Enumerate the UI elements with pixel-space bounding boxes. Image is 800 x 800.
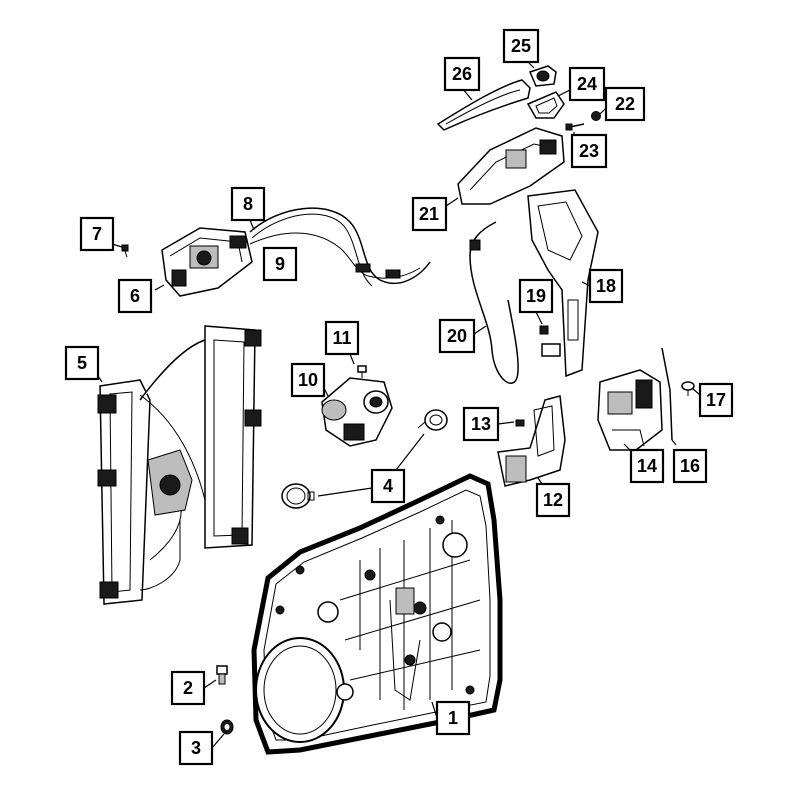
callout-10-label: 10 [298,370,318,390]
part-window-regulator [98,326,261,604]
callout-23-label: 23 [579,141,599,161]
part-rod-16 [662,348,672,440]
callout-25-label: 25 [511,36,531,56]
part-nut-22 [592,112,601,121]
callout-26-label: 26 [452,64,472,84]
part-cable-20 [470,222,518,383]
leader-2 [203,679,217,689]
part-clip-17 [682,382,694,396]
callout-26: 26 [443,56,481,92]
part-nut-3 [221,720,233,734]
callout-4-label: 4 [383,476,393,496]
leader-20 [473,325,487,335]
leader-11 [349,353,355,365]
leader-24 [557,89,571,97]
leader-18 [581,281,591,287]
callout-19-label: 19 [526,286,546,306]
part-cable-9 [250,233,420,278]
callout-24: 24 [568,66,606,102]
callout-5-label: 5 [77,353,87,373]
part-screw-2 [217,666,227,684]
leader-4a [317,487,373,497]
part-door-latch [162,228,252,296]
part-latch-14 [598,370,662,450]
leader-8 [249,219,255,231]
callout-19: 19 [518,278,554,314]
callout-17-label: 17 [706,390,726,410]
callout-13-label: 13 [471,414,491,434]
part-handle-bracket-18 [528,190,598,376]
callout-7: 7 [79,216,115,252]
callout-20: 20 [438,318,476,354]
callout-8-label: 8 [243,194,253,214]
part-cap-25 [530,66,556,86]
callout-12-label: 12 [543,490,563,510]
callout-24-label: 24 [577,74,597,94]
part-screw-11 [358,366,366,378]
callout-25: 25 [502,28,540,64]
leader-6 [154,284,165,291]
part-screw-23 [566,124,584,130]
callout-3-label: 3 [191,738,201,758]
callout-14-label: 14 [637,456,657,476]
leader-19 [535,311,543,325]
callout-21-label: 21 [419,204,439,224]
part-plug-4b [418,410,447,430]
callout-6-label: 6 [130,286,140,306]
leader-21 [445,197,459,207]
callout-23: 23 [570,133,608,169]
callout-22: 22 [604,86,646,122]
callout-5: 5 [64,345,100,381]
callout-21: 21 [411,196,448,232]
callout-11: 11 [324,320,360,356]
callout-9-label: 9 [275,254,285,274]
callout-7-label: 7 [92,224,102,244]
leader-4b [395,433,425,471]
callout-16: 16 [672,448,708,484]
leader-16 [671,439,677,446]
callout-12: 12 [535,482,571,518]
callout-18: 18 [588,268,624,304]
callout-18-label: 18 [596,276,616,296]
callout-1: 1 [435,700,471,736]
callout-20-label: 20 [447,326,467,346]
part-plug-4a [282,484,314,508]
callout-17: 17 [698,382,734,418]
part-screw-13 [516,420,524,426]
callout-16-label: 16 [680,456,700,476]
part-bracket-12 [498,396,565,486]
part-handle-base-21 [458,128,564,204]
callout-6: 6 [117,278,153,314]
part-screw-7 [122,245,128,257]
callout-22-label: 22 [615,94,635,114]
callout-11-label: 11 [332,328,351,348]
callout-2: 2 [170,670,206,706]
callout-9: 9 [262,246,298,282]
callout-2-label: 2 [183,678,193,698]
callout-14: 14 [629,448,665,484]
callout-3: 3 [178,730,214,766]
leader-13 [497,421,515,425]
callout-13: 13 [462,406,500,442]
callout-4: 4 [370,468,406,504]
leader-17 [691,387,701,396]
leader-3 [211,733,225,749]
part-clip-19 [540,326,560,356]
callout-10: 10 [290,362,326,398]
part-handle-26 [438,80,530,130]
part-gasket-24 [528,92,564,118]
callout-1-label: 1 [448,708,458,728]
callout-8: 8 [230,186,266,222]
part-door-inner-panel [254,476,500,752]
part-window-motor [322,378,392,446]
